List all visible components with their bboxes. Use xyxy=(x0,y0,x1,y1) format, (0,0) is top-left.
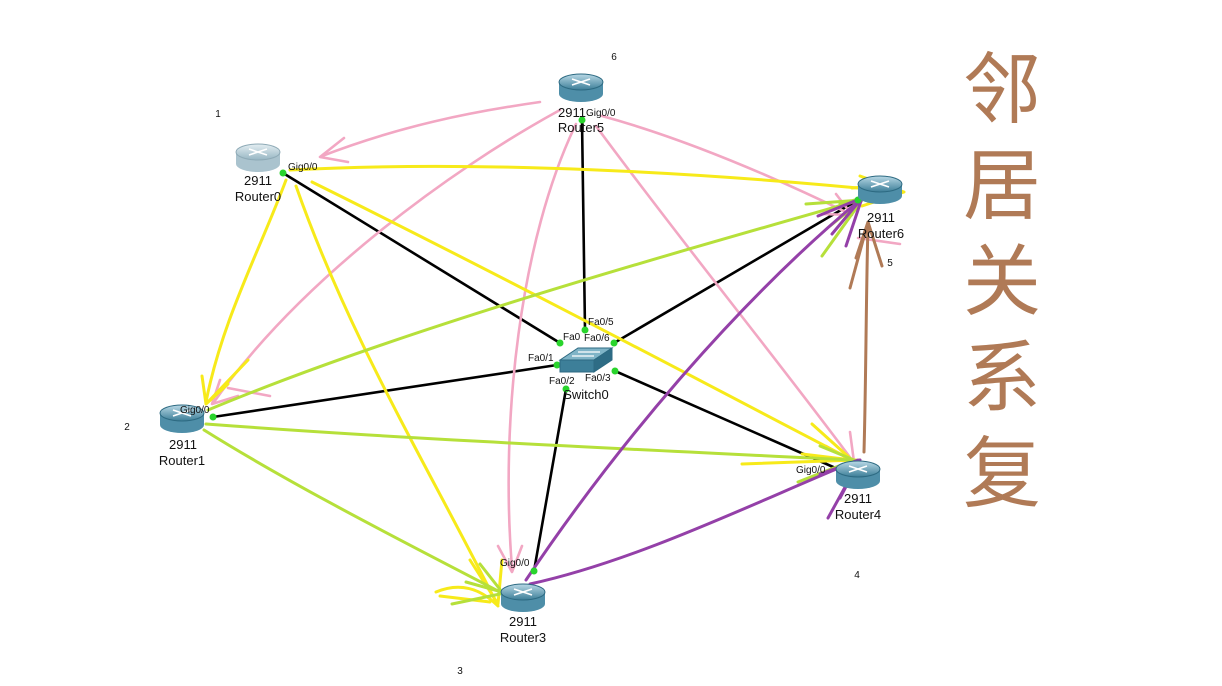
lime-arrow-router1-router4 xyxy=(204,422,854,462)
port-dot-switch-fa04 xyxy=(556,339,564,347)
port-dot-switch-fa05 xyxy=(581,326,589,334)
brown-arrowhead-router6 xyxy=(848,220,884,290)
router0[interactable] xyxy=(235,143,281,173)
router0-port-label: Gig0/0 xyxy=(288,162,318,173)
router5-area-number: 6 xyxy=(611,52,617,63)
switch-icon-front xyxy=(559,359,595,373)
port-dot-router1 xyxy=(209,413,217,421)
port-dots xyxy=(209,116,862,575)
brown-arrow-router4-router6 xyxy=(862,222,870,454)
router4-name: Router4 xyxy=(835,507,881,522)
router4-model: 2911 xyxy=(844,491,872,506)
yellow-neighbor-arrows xyxy=(200,164,906,608)
router5-model: 2911 xyxy=(558,105,586,120)
cable-router0-switch0[interactable] xyxy=(281,171,562,345)
annotation-text: 邻居关系复杂 xyxy=(950,48,1040,528)
lime-arrow-router1-router6 xyxy=(206,198,862,412)
lime-arrow-router1-router3 xyxy=(202,428,502,594)
switch0[interactable] xyxy=(558,347,614,373)
cable-layer xyxy=(211,118,860,573)
router5-name: Router5 xyxy=(558,120,604,135)
cable-router5-switch0[interactable] xyxy=(580,118,587,332)
yellow-arrow-router0-router4 xyxy=(310,180,854,462)
switch0-name: Switch0 xyxy=(563,387,609,402)
yellow-arrowhead-router3 xyxy=(434,558,504,608)
switch-port-fa01: Fa0/1 xyxy=(528,353,554,364)
router3-port-label: Gig0/0 xyxy=(500,558,530,569)
pink-arrow-router5-router1 xyxy=(212,108,562,404)
router3-model: 2911 xyxy=(509,614,537,629)
switch-port-fa02: Fa0/2 xyxy=(549,376,575,387)
router6-model: 2911 xyxy=(867,210,895,225)
router6[interactable] xyxy=(857,175,903,205)
pink-arrowhead-router0 xyxy=(318,136,350,164)
pink-arrow-router5-router0 xyxy=(320,100,542,158)
router6-name: Router6 xyxy=(858,226,904,241)
port-dot-switch-fa06 xyxy=(610,339,618,347)
purple-arrow-router3-router4 xyxy=(528,458,860,586)
router4-area-number: 4 xyxy=(854,570,860,581)
router3[interactable] xyxy=(500,583,546,613)
switch-port-fa03: Fa0/3 xyxy=(585,373,611,384)
cable-router6-switch0[interactable] xyxy=(612,198,860,345)
yellow-arrow-router0-router1 xyxy=(204,178,288,404)
router5[interactable] xyxy=(558,73,604,103)
yellow-arrowhead-router1 xyxy=(200,358,250,406)
router-icon xyxy=(835,460,881,490)
router-icon xyxy=(558,73,604,103)
port-dot-switch-fa01 xyxy=(553,361,561,369)
port-dot-router3 xyxy=(530,567,538,575)
lime-neighbor-arrows xyxy=(202,194,872,606)
cable-router3-switch0[interactable] xyxy=(532,387,568,573)
router-icon xyxy=(857,175,903,205)
switch-port-fa05: Fa0/5 xyxy=(588,317,614,328)
router0-model: 2911 xyxy=(244,173,272,188)
switch-port-fa04: Fa0 xyxy=(563,332,581,343)
labels: Gig0/0 2911 Router0 1 Gig0/0 2911 Router… xyxy=(124,52,904,677)
port-dot-switch-fa03 xyxy=(611,367,619,375)
router1-port-label: Gig0/0 xyxy=(180,405,210,416)
router6-area-number: 5 xyxy=(887,258,893,269)
lime-arrowhead-router4 xyxy=(796,444,856,484)
port-dot-router5 xyxy=(578,116,586,124)
router1-name: Router1 xyxy=(159,453,205,468)
purple-arrow-router3-router6 xyxy=(524,198,862,582)
pink-arrow-router5-router3 xyxy=(507,122,578,570)
router4-port-label: Gig0/0 xyxy=(796,465,826,476)
pink-arrowhead-router3 xyxy=(496,544,524,574)
router5-port-label: Gig0/0 xyxy=(586,108,616,119)
yellow-arrow-router0-router6 xyxy=(288,164,902,194)
brown-neighbor-arrow xyxy=(848,220,884,454)
port-dot-switch-fa02 xyxy=(562,385,570,393)
router3-name: Router3 xyxy=(500,630,546,645)
router3-area-number: 3 xyxy=(457,666,463,677)
router1-area-number: 2 xyxy=(124,422,130,433)
router-icon xyxy=(235,143,281,173)
pink-arrow-router5-router6 xyxy=(600,114,852,216)
switch-icon-arrows xyxy=(572,351,600,357)
router4[interactable] xyxy=(835,460,881,490)
router-icon xyxy=(500,583,546,613)
yellow-arrow-router0-router3 xyxy=(294,184,498,604)
router1-model: 2911 xyxy=(169,437,197,452)
router0-area-number: 1 xyxy=(215,109,221,120)
purple-neighbor-arrows xyxy=(524,196,864,586)
router0-name: Router0 xyxy=(235,189,281,204)
switch-icon-side xyxy=(593,347,613,373)
switch-port-fa06: Fa0/6 xyxy=(584,333,610,344)
port-dot-router0 xyxy=(279,169,287,177)
